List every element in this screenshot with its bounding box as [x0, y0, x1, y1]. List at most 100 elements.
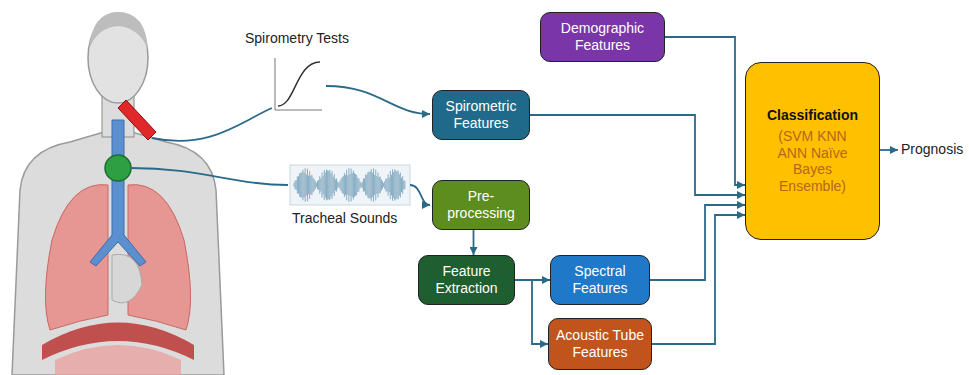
waveform-stroke: [365, 175, 366, 196]
waveform-stroke: [299, 173, 300, 196]
waveform-stroke: [369, 172, 370, 199]
waveform-stroke: [385, 179, 386, 192]
waveform-stroke: [315, 181, 316, 189]
waveform-stroke: [374, 175, 375, 195]
waveform-stroke: [376, 176, 377, 194]
waveform-stroke: [302, 170, 303, 201]
box-label: Acoustic Tube Features: [555, 327, 645, 361]
waveform-stroke: [313, 178, 314, 193]
waveform-stroke: [335, 179, 336, 190]
waveform-stroke: [300, 173, 301, 198]
feature-box: Demographic Features: [540, 12, 665, 62]
waveform-stroke: [311, 175, 312, 196]
mouthpiece: [118, 100, 156, 140]
waveform-stroke: [334, 174, 335, 196]
waveform-stroke: [309, 171, 310, 199]
waveform-stroke: [384, 181, 385, 189]
output-arrow: [880, 149, 898, 151]
abdomen: [55, 345, 181, 375]
waveform-stroke: [327, 170, 328, 199]
waveform: [294, 168, 405, 202]
classifier-box: Classification(SVM KNN ANN Naïve Bayes E…: [745, 62, 880, 240]
waveform-stroke: [344, 173, 345, 197]
feature-box: Spirometric Features: [432, 90, 530, 140]
sensor: [105, 155, 131, 181]
waveform-stroke: [310, 176, 311, 194]
waveform-stroke: [366, 175, 367, 195]
connector-arrow: [530, 115, 745, 195]
waveform-box: [290, 165, 410, 205]
feature-box: Acoustic Tube Features: [548, 318, 652, 370]
waveform-stroke: [388, 174, 389, 196]
waveform-stroke: [354, 173, 355, 197]
waveform-stroke: [294, 183, 295, 187]
waveform-stroke: [325, 173, 326, 198]
torso: [12, 132, 224, 375]
waveform-stroke: [298, 176, 299, 193]
waveform-stroke: [393, 172, 394, 198]
process-box: Pre-processing: [432, 180, 530, 230]
box-label: Spirometric Features: [439, 98, 523, 132]
spirometry-curve: [278, 62, 320, 106]
waveform-stroke: [314, 179, 315, 191]
waveform-stroke: [339, 181, 340, 189]
waveform-stroke: [358, 179, 359, 192]
waveform-stroke: [356, 175, 357, 195]
waveform-stroke: [308, 176, 309, 195]
box-label: Feature Extraction: [425, 263, 508, 297]
feature-box: Spectral Features: [550, 255, 650, 305]
waveform-stroke: [323, 176, 324, 195]
waveform-stroke: [345, 175, 346, 195]
waveform-stroke: [370, 172, 371, 199]
waveform-stroke: [296, 180, 297, 190]
wire: [410, 185, 430, 205]
waveform-stroke: [400, 173, 401, 198]
waveform-stroke: [380, 177, 381, 194]
waveform-stroke: [372, 173, 373, 198]
waveform-stroke: [389, 178, 390, 193]
waveform-stroke: [304, 173, 305, 198]
waveform-stroke: [386, 179, 387, 192]
waveform-stroke: [328, 171, 329, 199]
waveform-stroke: [398, 171, 399, 200]
waveform-stroke: [350, 174, 351, 196]
waveform-stroke: [305, 168, 306, 201]
waveform-stroke: [322, 172, 323, 197]
chart-axes: [275, 58, 322, 110]
waveform-stroke: [319, 176, 320, 194]
waveform-stroke: [401, 178, 402, 192]
waveform-stroke: [383, 183, 384, 187]
waveform-stroke: [391, 175, 392, 196]
waveform-stroke: [343, 176, 344, 194]
box-label: Classification: [767, 107, 858, 124]
waveform-stroke: [348, 168, 349, 202]
waveform-stroke: [317, 181, 318, 189]
trachea: [90, 120, 146, 266]
waveform-stroke: [306, 174, 307, 195]
waveform-stroke: [318, 180, 319, 190]
waveform-stroke: [375, 170, 376, 201]
process-box: Feature Extraction: [418, 255, 515, 305]
waveform-stroke: [329, 170, 330, 200]
waveform-stroke: [342, 177, 343, 193]
waveform-stroke: [326, 170, 327, 201]
waveform-stroke: [316, 183, 317, 187]
waveform-stroke: [320, 178, 321, 191]
connector-arrow: [473, 230, 475, 255]
waveform-stroke: [399, 174, 400, 195]
waveform-stroke: [336, 178, 337, 191]
waveform-stroke: [379, 177, 380, 193]
waveform-stroke: [390, 171, 391, 199]
box-label: Pre-processing: [439, 188, 523, 222]
box-label: Demographic Features: [547, 20, 658, 54]
waveform-stroke: [352, 173, 353, 197]
connector-arrow: [652, 215, 745, 344]
waveform-stroke: [397, 171, 398, 198]
connector-arrow: [515, 280, 548, 344]
waveform-stroke: [381, 179, 382, 190]
waveform-stroke: [337, 181, 338, 188]
waveform-stroke: [351, 169, 352, 202]
waveform-stroke: [353, 171, 354, 200]
waveform-stroke: [347, 175, 348, 194]
waveform-stroke: [364, 179, 365, 192]
